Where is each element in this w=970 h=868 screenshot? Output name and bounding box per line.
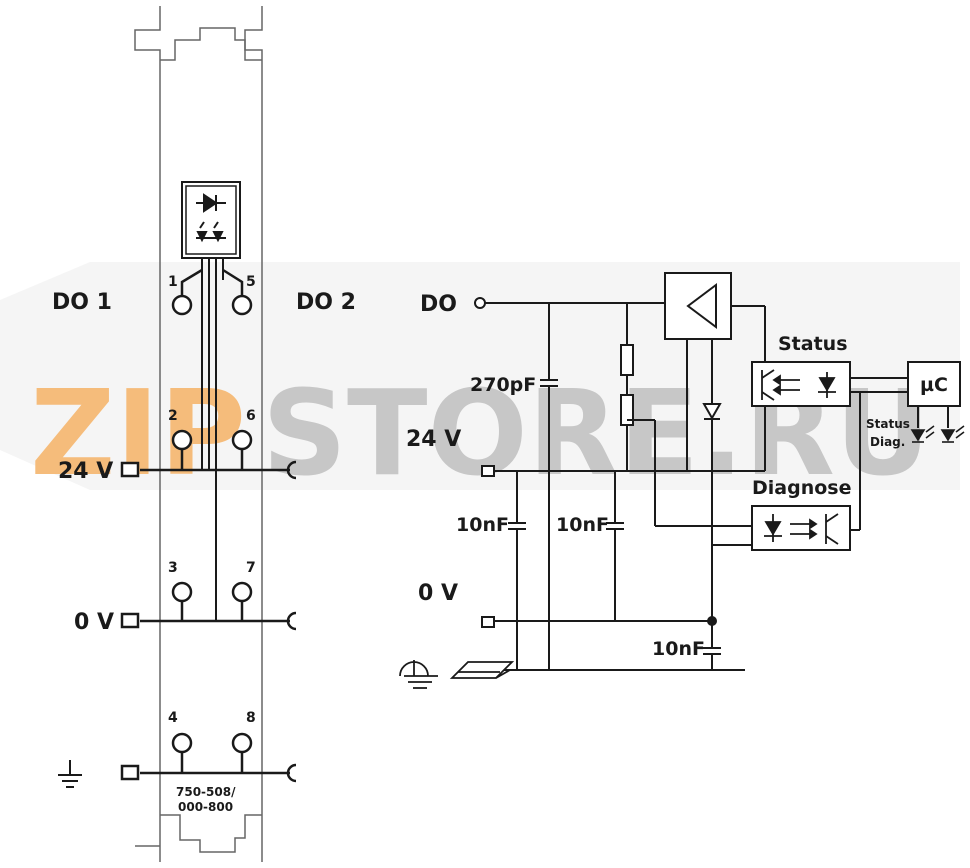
label-diagnose: Diagnose — [752, 477, 851, 499]
label-270pf: 270pF — [470, 374, 536, 396]
din-rail-icon — [449, 661, 515, 679]
label-24v-left: 24 V — [58, 459, 113, 484]
part-number-line1: 750-508/ — [176, 785, 236, 799]
pin-6: 6 — [246, 408, 256, 424]
ground-icon — [58, 760, 82, 788]
terminal-3 — [171, 581, 193, 603]
label-24v-right: 24 V — [406, 427, 461, 452]
pin-8: 8 — [246, 710, 256, 726]
pin-5: 5 — [246, 274, 256, 290]
label-do-right: DO — [420, 292, 457, 317]
junction-dot — [707, 616, 717, 626]
label-10nf-c: 10nF — [652, 638, 705, 660]
status-optocoupler-icon — [761, 369, 836, 401]
pin-2: 2 — [168, 408, 178, 424]
label-status: Status — [778, 333, 848, 355]
label-led-status: Status — [866, 417, 910, 431]
terminal-7 — [231, 581, 253, 603]
schematic-wiring — [474, 272, 961, 671]
label-10nf-b: 10nF — [556, 514, 609, 536]
label-uc: µC — [920, 374, 948, 396]
module-bus-squares — [120, 461, 140, 781]
terminal-2 — [171, 429, 193, 451]
terminal-5 — [231, 294, 253, 316]
module-wiring — [140, 268, 297, 783]
module-outline — [134, 6, 263, 862]
part-number-line2: 000-800 — [178, 800, 233, 814]
terminal-1 — [171, 294, 193, 316]
protective-earth-icon — [399, 660, 438, 689]
label-10nf-a: 10nF — [456, 514, 509, 536]
label-do2: DO 2 — [296, 290, 356, 315]
label-led-diag: Diag. — [870, 435, 905, 449]
pin-1: 1 — [168, 274, 178, 290]
terminal-4 — [171, 732, 193, 754]
led-icons — [910, 425, 965, 443]
terminal-8 — [231, 732, 253, 754]
module-optocoupler — [181, 181, 241, 620]
label-0v-right: 0 V — [418, 581, 458, 606]
label-do1: DO 1 — [52, 290, 112, 315]
diagnose-optocoupler-icon — [764, 513, 839, 545]
pin-7: 7 — [246, 560, 256, 576]
label-0v-left: 0 V — [74, 610, 114, 635]
pin-3: 3 — [168, 560, 178, 576]
terminal-6 — [231, 429, 253, 451]
pin-4: 4 — [168, 710, 178, 726]
